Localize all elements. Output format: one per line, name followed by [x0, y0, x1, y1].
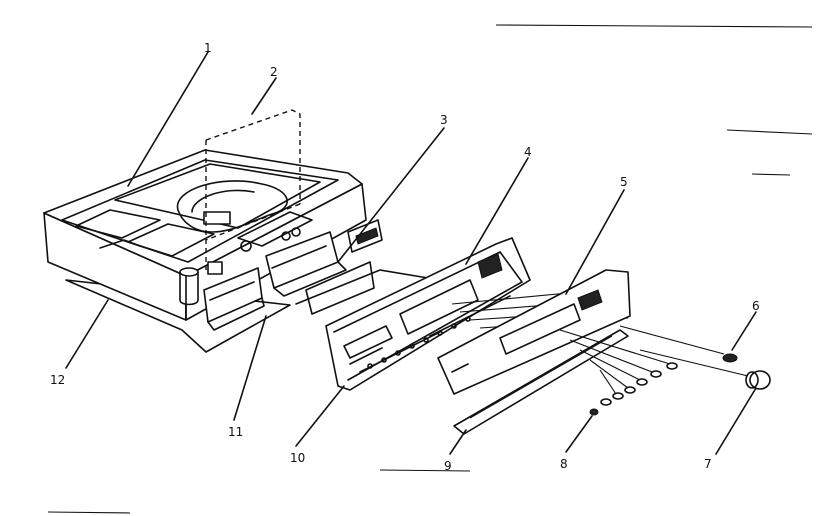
dashed-cover-outline [205, 109, 301, 270]
callout-10: 10 [290, 451, 305, 465]
small-button [589, 408, 599, 416]
callout-1: 1 [204, 41, 212, 55]
knob [639, 349, 771, 390]
callout-7: 7 [704, 457, 712, 471]
callout-12: 12 [50, 373, 65, 387]
bezel-holes [367, 316, 471, 369]
button-strip [453, 329, 629, 435]
margin-rules [47, 24, 813, 514]
callout-9: 9 [444, 459, 452, 473]
overlay-panel [437, 269, 631, 395]
callout-11: 11 [228, 425, 243, 439]
callout-6: 6 [752, 299, 760, 313]
callout-5: 5 [620, 175, 628, 189]
callout-labels: 1 2 3 4 5 6 7 8 9 10 11 12 [50, 41, 760, 473]
callout-3: 3 [440, 113, 448, 127]
panel-bracket [203, 267, 265, 331]
button-plungers [559, 329, 678, 406]
callout-2: 2 [270, 65, 278, 79]
callout-8: 8 [560, 457, 568, 471]
callout-4: 4 [524, 145, 532, 159]
leader-lines [65, 51, 757, 455]
knob-cap [619, 325, 738, 363]
